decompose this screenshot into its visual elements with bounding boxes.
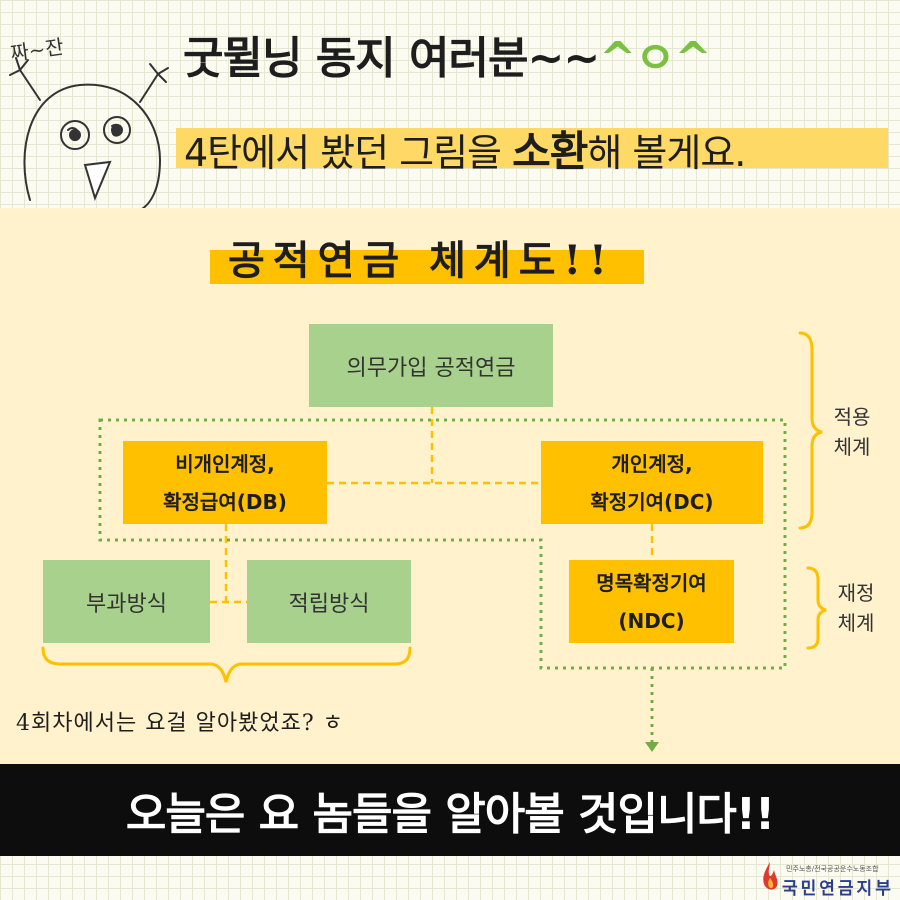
subtitle-after: 해 볼게요. xyxy=(587,131,746,175)
label-application-1: 적용 xyxy=(833,405,871,429)
label-application-2: 체계 xyxy=(833,435,871,459)
label-finance-1: 재정 xyxy=(837,581,875,605)
db-line1: 비개인계정, xyxy=(175,451,275,476)
greeting-text: 굿뮐닝 동지 여러분~~ xyxy=(183,33,600,84)
emoticon-text: ^ㅇ^ xyxy=(599,33,711,84)
logo-name-text: 국민연금지부 xyxy=(782,879,894,899)
flame-icon xyxy=(763,862,778,890)
logo-small-text: 민주노총/전국공공운수노동조합 xyxy=(786,865,879,873)
ndc-line2: (NDC) xyxy=(618,608,685,633)
diagram-title: 공적연금 체계도!! xyxy=(210,228,644,288)
root-box: 의무가입 공적연금 xyxy=(309,324,553,407)
dc-line2: 확정기여(DC) xyxy=(590,489,714,514)
dc-box: 개인계정, 확정기여(DC) xyxy=(541,441,763,524)
doodle-character-icon xyxy=(9,57,169,210)
db-box: 비개인계정, 확정급여(DB) xyxy=(123,441,327,524)
diagram-title-text: 공적연금 체계도!! xyxy=(228,237,615,284)
diagram-title-highlight xyxy=(210,250,644,284)
funded-box: 적립방식 xyxy=(247,560,411,643)
union-logo: 민주노총/전국공공운수노동조합 국민연금지부 xyxy=(760,858,900,899)
label-finance-2: 체계 xyxy=(837,611,875,635)
label-application: 적용 체계 xyxy=(822,402,882,462)
paygo-box: 부과방식 xyxy=(43,560,210,643)
subtitle-highlight xyxy=(176,128,888,168)
db-line2: 확정급여(DB) xyxy=(163,489,287,514)
banner-text: 오늘은 요 놈들을 알아볼 것입니다!! xyxy=(125,789,775,840)
subtitle-text: 4탄에서 봤던 그림을 소환해 볼게요. xyxy=(184,118,746,179)
bottom-banner: 오늘은 요 놈들을 알아볼 것입니다!! xyxy=(0,764,900,856)
ndc-line1: 명목확정기여 xyxy=(596,570,707,595)
subtitle-strong: 소환 xyxy=(512,127,588,176)
subtitle-before: 4탄에서 봤던 그림을 xyxy=(184,131,513,175)
dc-line1: 개인계정, xyxy=(611,451,693,476)
note-text: 4회차에서는 요걸 알아봤었죠? ㅎ xyxy=(16,711,344,736)
label-finance: 재정 체계 xyxy=(826,578,886,638)
subtitle: 4탄에서 봤던 그림을 소환해 볼게요. xyxy=(176,118,888,176)
ndc-box: 명목확정기여 (NDC) xyxy=(569,560,734,643)
page-title: 굿뮐닝 동지 여러분~~^ㅇ^ xyxy=(183,22,711,86)
